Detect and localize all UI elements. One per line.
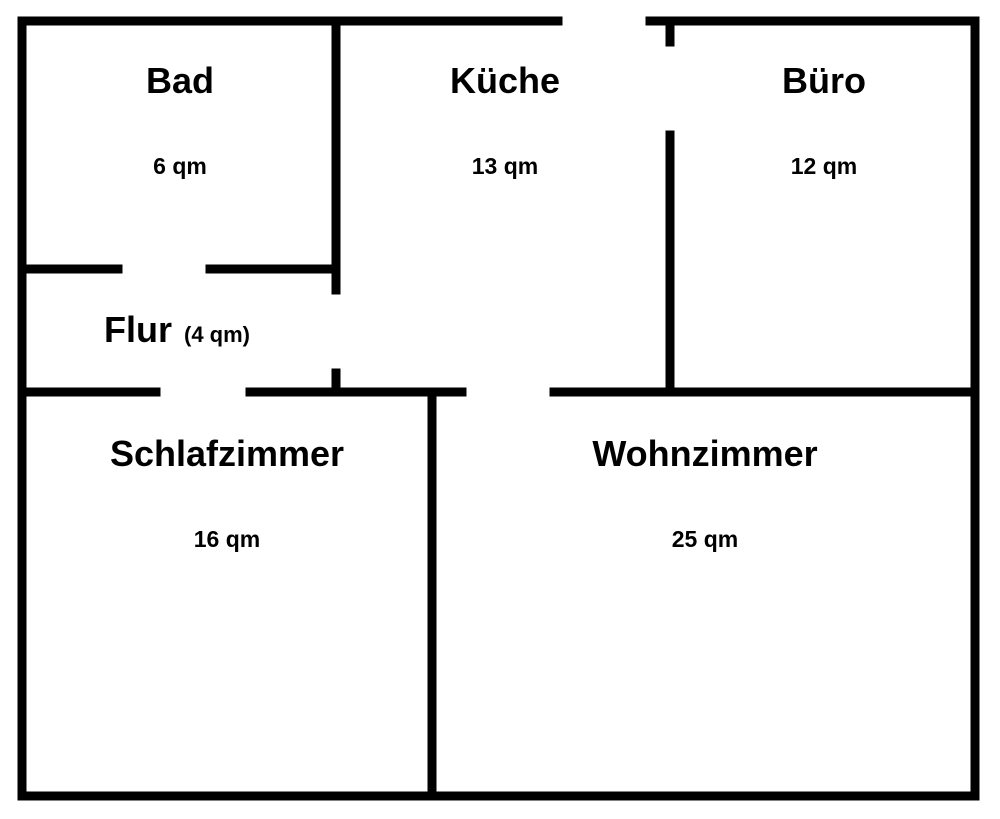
room-area-bad: 6 qm [153, 153, 207, 179]
room-name-wohnzimmer: Wohnzimmer [592, 433, 817, 474]
room-area-wohnzimmer: 25 qm [672, 526, 738, 552]
room-name-kueche: Küche [450, 60, 560, 101]
room-area-schlafzimmer: 16 qm [194, 526, 260, 552]
room-area-kueche: 13 qm [472, 153, 538, 179]
room-area-flur: (4 qm) [184, 322, 250, 347]
walls [17, 16, 980, 801]
room-labels: Bad 6 qm Küche 13 qm Büro 12 qm Flur (4 … [104, 60, 866, 552]
room-name-schlafzimmer: Schlafzimmer [110, 433, 344, 474]
room-area-buero: 12 qm [791, 153, 857, 179]
room-name-flur: Flur [104, 309, 172, 350]
flur-label: Flur (4 qm) [104, 309, 250, 350]
room-name-bad: Bad [146, 60, 214, 101]
room-name-buero: Büro [782, 60, 866, 101]
